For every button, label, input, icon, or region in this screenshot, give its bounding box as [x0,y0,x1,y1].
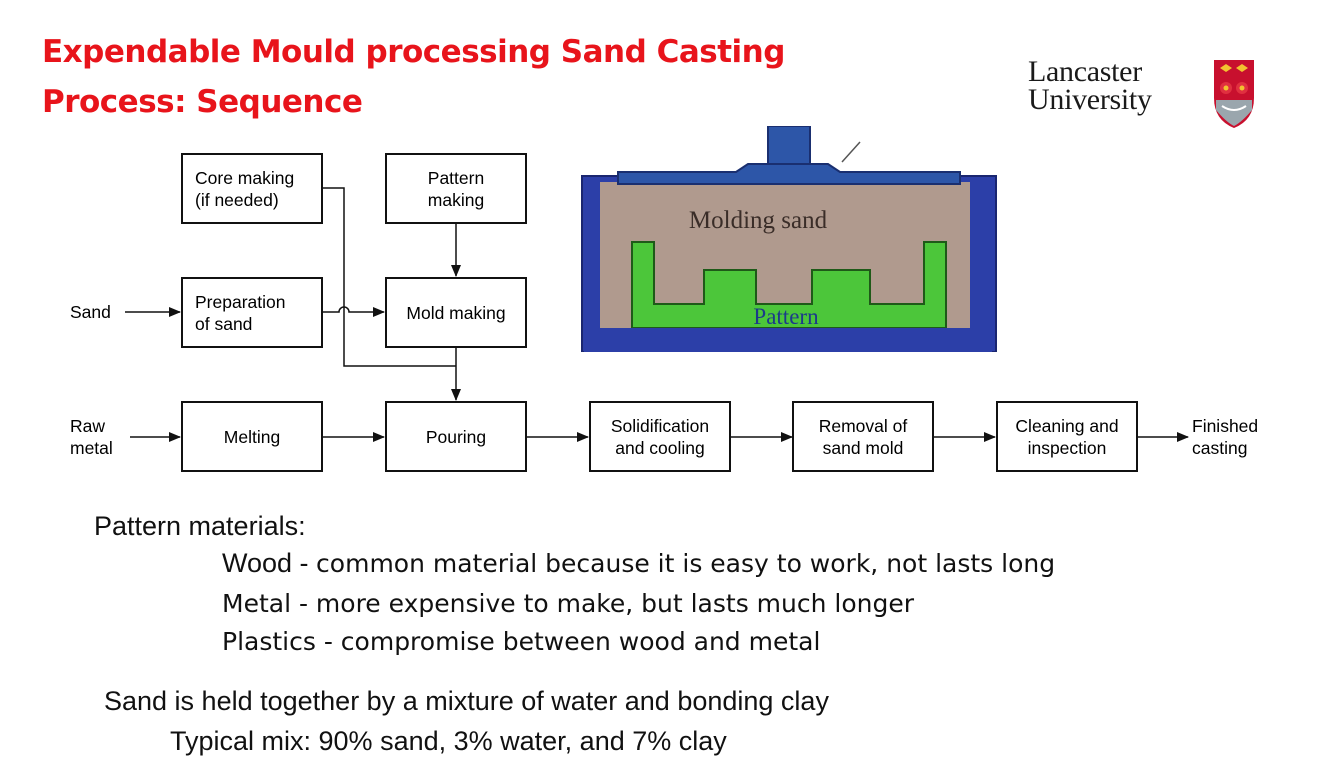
box-mold-making: Mold making [385,277,527,348]
output-label-finished-casting: Finished casting [1192,416,1259,458]
input-label-sand: Sand [70,302,111,322]
logo-text-university: University [1028,83,1152,116]
label-molding-sand: Molding sand [689,207,828,234]
top-plate [617,163,961,185]
pattern-material-wood: Wood - common material because it is eas… [222,548,1055,579]
university-crest-icon [1214,60,1254,128]
mold-cross-section-image: Molding sand Pattern [578,126,998,352]
box-pouring: Pouring [385,401,527,472]
slide-title-line-2: Process: Sequence [42,84,363,120]
box-core-making: Core making (if needed) [181,153,323,224]
pattern-materials-heading: Pattern materials: [94,511,306,541]
pattern-material-metal: Metal - more expensive to make, but last… [222,589,915,618]
wood-description: common material because it is easy to wo… [316,549,1056,578]
slide-title-line-1: Expendable Mould processing Sand Casting [42,34,785,70]
input-label-raw-metal: Raw metal [70,416,113,458]
logo-text-lancaster: Lancaster [1028,55,1142,88]
line-core-making-to-pouring [322,187,456,367]
pattern-shape [631,241,947,329]
box-removal-of-sand-mold: Removal of sand mold [792,401,934,472]
label-pattern: Pattern [753,304,819,329]
sand-binding-text: Sand is held together by a mixture of wa… [104,686,829,716]
box-solidification-and-cooling: Solidification and cooling [589,401,731,472]
wood-term: Wood - [222,548,317,578]
box-pattern-making: Pattern making [385,153,527,224]
typical-mix-text: Typical mix: 90% sand, 3% water, and 7% … [170,726,727,756]
pattern-material-plastics: Plastics - compromise between wood and m… [222,627,821,656]
arrow-preparation-to-mold-making [322,306,385,317]
box-preparation-of-sand: Preparation of sand [181,277,323,348]
lancaster-university-logo: Lancaster University [1028,54,1260,134]
box-cleaning-and-inspection: Cleaning and inspection [996,401,1138,472]
box-melting: Melting [181,401,323,472]
